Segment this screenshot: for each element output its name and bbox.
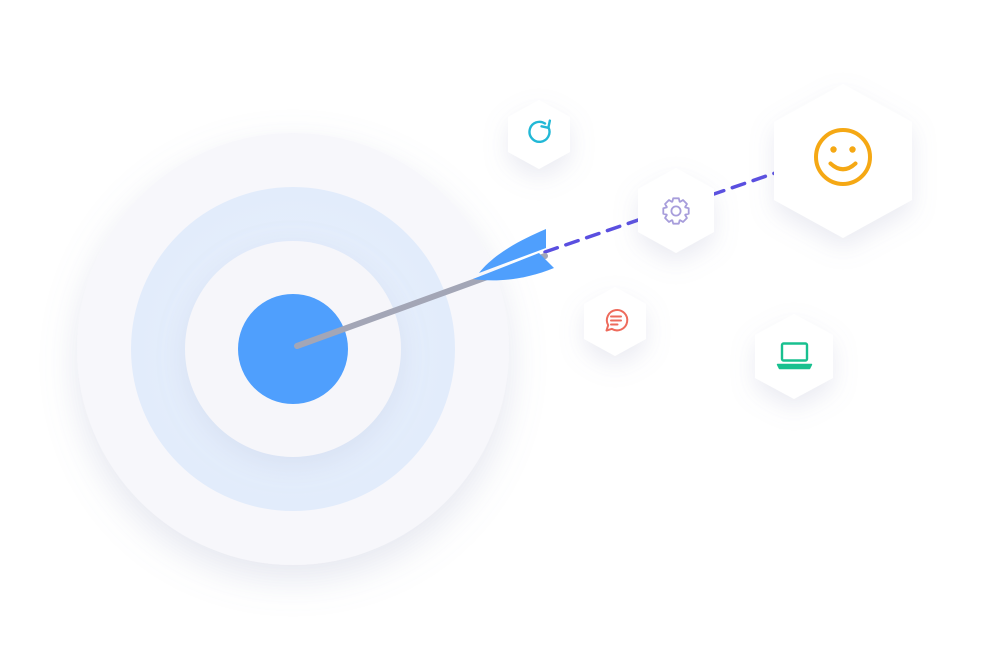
hexagon-smiley: [774, 84, 912, 238]
hexagon-laptop: [755, 314, 833, 399]
hexagon-gear: [638, 168, 714, 253]
hexagon-chat: [584, 287, 646, 356]
gear-icon: [662, 197, 690, 225]
target-bullseye: [238, 294, 348, 404]
hexagon-refresh: [508, 100, 570, 169]
arrow-fletching: [473, 229, 554, 281]
chat-icon: [605, 309, 629, 332]
smiley-icon: [814, 128, 872, 186]
refresh-icon: [528, 119, 552, 144]
target: [77, 133, 509, 565]
laptop-icon: [776, 342, 813, 370]
arrow: [294, 229, 554, 349]
